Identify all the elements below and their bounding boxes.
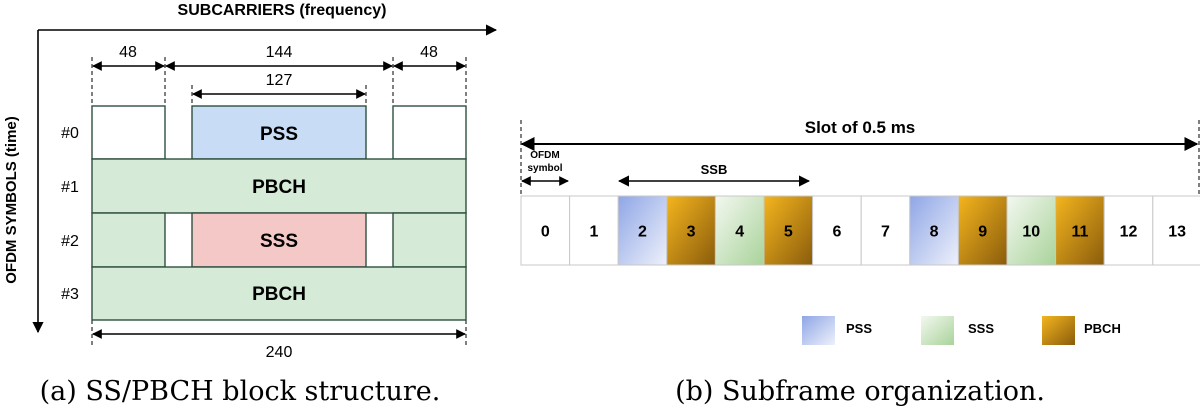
symbol-cell-7	[860, 195, 911, 266]
symbol-cell-label-6: 6	[832, 224, 841, 241]
symbol-cell-label-1: 1	[589, 224, 598, 241]
symbol-cell-8	[909, 195, 959, 266]
symbol-cell-label-9: 9	[978, 224, 987, 241]
symbol-cell-1	[569, 195, 619, 266]
symbol-cell-5	[763, 195, 814, 266]
pss-block	[191, 105, 367, 160]
symbol-cell-4	[714, 195, 765, 266]
row-label-2: #2	[61, 233, 79, 250]
symbol-cell-label-2: 2	[638, 224, 647, 241]
legend-label-pbch: PBCH	[1084, 321, 1121, 336]
dim-label-right: 48	[420, 44, 438, 61]
block-label-pbch-1: PBCH	[252, 177, 306, 198]
block-label-pbch-3: PBCH	[252, 284, 306, 305]
row2-right-pbch	[392, 212, 467, 268]
dim-label-middle: 144	[266, 44, 293, 61]
legend-label-sss: SSS	[968, 321, 994, 336]
caption-b: (b) Subframe organization.	[675, 376, 1045, 407]
dashed-guides	[91, 57, 467, 346]
symbol-cell-3	[666, 195, 716, 266]
symbol-cell-label-4: 4	[735, 224, 744, 241]
pbch-row-3	[91, 266, 467, 321]
ssb-grid	[91, 105, 467, 321]
y-axis-label: OFDM SYMBOLS (time)	[3, 116, 20, 284]
ofdm-label-line1: OFDM	[530, 150, 559, 161]
symbol-cell-9	[957, 195, 1008, 266]
symbol-cell-11	[1055, 195, 1105, 266]
sss-block	[191, 212, 367, 268]
block-label-sss: SSS	[260, 231, 298, 252]
symbol-cell-2	[617, 195, 668, 266]
symbol-cell-6	[812, 195, 862, 266]
symbol-cell-label-10: 10	[1022, 224, 1040, 241]
symbol-cell-label-8: 8	[930, 224, 939, 241]
row2-left-pbch	[91, 212, 166, 268]
legend: PSS SSS PBCH	[802, 316, 1121, 345]
symbol-cell-label-5: 5	[784, 224, 793, 241]
row0-left-empty	[91, 105, 166, 160]
row-label-3: #3	[61, 286, 79, 303]
pbch-row-1	[91, 158, 467, 214]
dim-label-inner: 127	[266, 72, 293, 89]
row-label-1: #1	[61, 179, 79, 196]
x-axis-label: SUBCARRIERS (frequency)	[178, 2, 387, 19]
ofdm-label-line2: symbol	[527, 163, 562, 174]
legend-label-pss: PSS	[846, 321, 872, 336]
symbol-cell-12	[1103, 195, 1154, 266]
legend-swatch-pbch	[1042, 316, 1075, 345]
symbol-cell-0	[520, 195, 571, 266]
symbol-cell-label-12: 12	[1120, 224, 1138, 241]
symbol-cell-label-11: 11	[1071, 224, 1088, 241]
symbol-cell-label-0: 0	[541, 224, 550, 241]
symbol-cell-label-7: 7	[881, 224, 890, 241]
dim-label-left: 48	[119, 44, 137, 61]
legend-swatch-sss	[921, 316, 954, 345]
symbol-cell-13	[1152, 195, 1200, 266]
row0-right-empty	[392, 105, 467, 160]
row-label-0: #0	[61, 125, 79, 142]
symbol-cell-label-13: 13	[1168, 224, 1186, 241]
ssb-structure-panel: SUBCARRIERS (frequency) OFDM SYMBOLS (ti…	[3, 2, 498, 407]
dim-label-total: 240	[266, 344, 293, 361]
ssb-label: SSB	[701, 162, 728, 177]
slot-label: Slot of 0.5 ms	[805, 118, 916, 137]
caption-a: (a) SS/PBCH block structure.	[40, 376, 441, 407]
legend-swatch-pss	[802, 316, 835, 345]
block-label-pss: PSS	[260, 124, 298, 145]
symbol-cell-label-3: 3	[687, 224, 696, 241]
